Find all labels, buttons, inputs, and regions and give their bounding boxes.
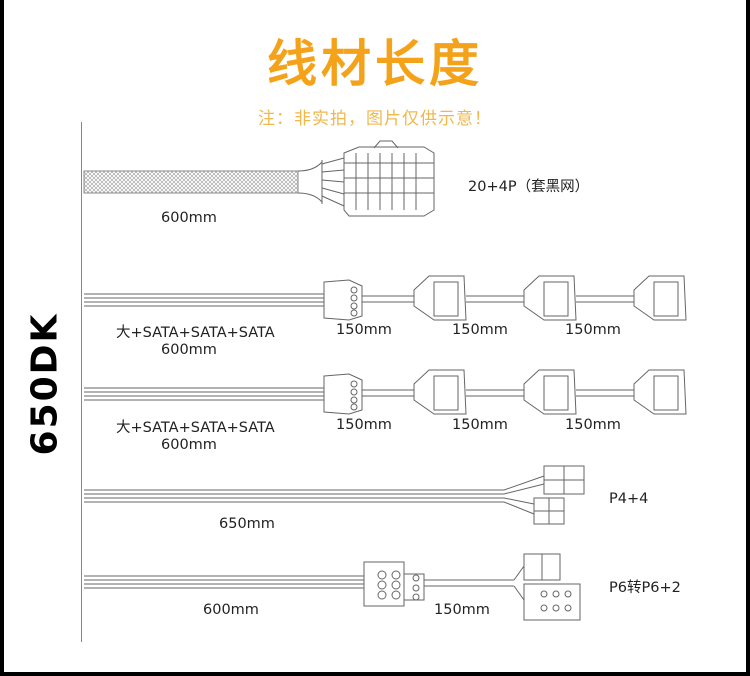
cable-2-length-seg-1: 150mm — [336, 322, 392, 338]
cable-p4-4 — [84, 465, 585, 525]
cable-3-length-seg-1: 150mm — [336, 417, 392, 433]
cable-molex-sata-2 — [84, 369, 687, 415]
cable-4-name: P4+4 — [609, 491, 649, 507]
cable-3-length-main: 600mm — [161, 437, 217, 453]
cable-3-length-seg-3: 150mm — [565, 417, 621, 433]
page-subtitle: 注：非实拍，图片仅供示意！ — [258, 109, 492, 129]
cable-5-name: P6转P6+2 — [609, 580, 681, 596]
cable-24pin — [83, 140, 435, 217]
left-divider — [81, 122, 82, 642]
cable-2-length-main: 600mm — [161, 342, 217, 358]
cable-p6-p6-2 — [84, 553, 581, 621]
cable-2-length-seg-2: 150mm — [452, 322, 508, 338]
cable-4-length: 650mm — [219, 516, 275, 532]
cable-2-length-seg-3: 150mm — [565, 322, 621, 338]
cable-2-name: 大+SATA+SATA+SATA — [116, 325, 275, 341]
cable-1-length: 600mm — [161, 210, 217, 226]
cable-3-length-seg-2: 150mm — [452, 417, 508, 433]
page-title: 线材长度 — [267, 35, 483, 93]
cable-molex-sata-1 — [84, 275, 687, 321]
cable-3-name: 大+SATA+SATA+SATA — [116, 420, 275, 436]
cable-1-name: 20+4P（套黑网） — [468, 179, 590, 195]
cable-5-length-seg: 150mm — [434, 602, 490, 618]
cable-length-page: 线材长度 注：非实拍，图片仅供示意！ 650DK — [4, 0, 746, 672]
cable-5-length-main: 600mm — [203, 602, 259, 618]
connector-24pin — [343, 140, 435, 217]
cable-drawings — [83, 140, 687, 621]
